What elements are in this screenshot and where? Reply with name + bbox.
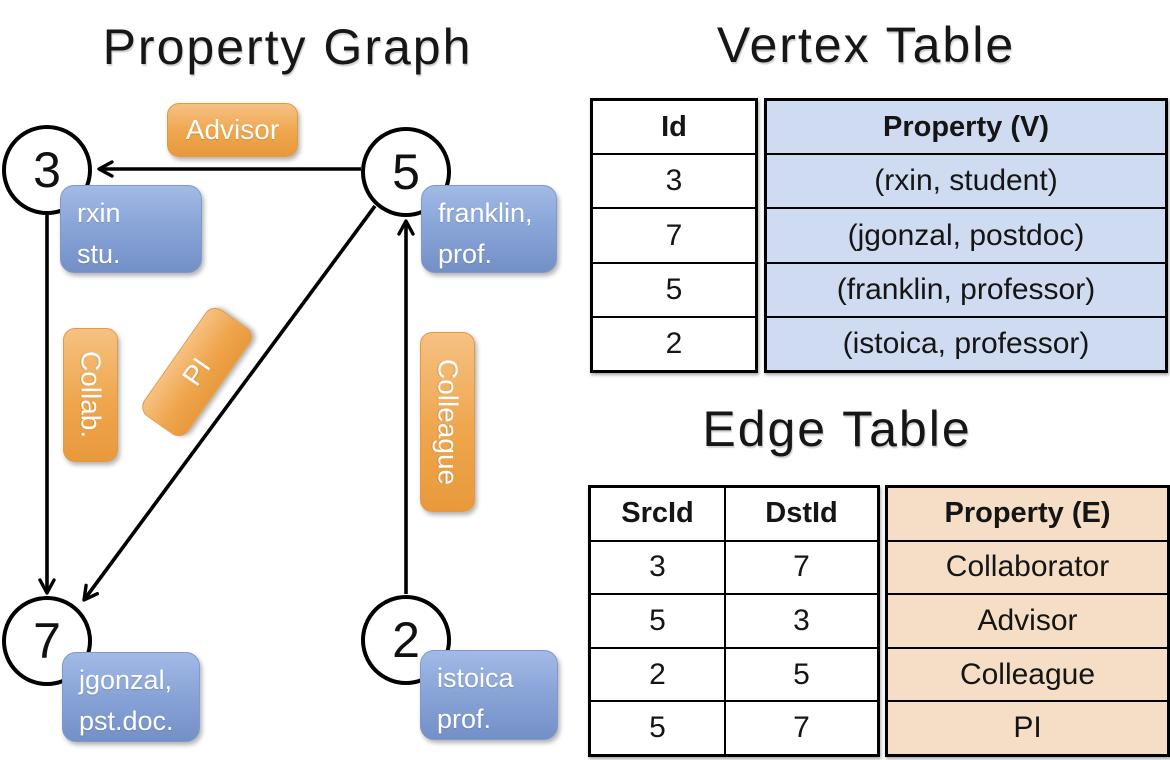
node-id-label: 7 [33,613,61,669]
vertex-table: Id 3 7 5 2 Property (V) (rxin, student) … [590,98,1168,373]
edge-property-cell: PI [1013,711,1042,745]
graph-node-2: 2 [361,595,451,685]
edge-table-header-srcid: SrcId [621,497,694,530]
edge-table-property-column: Property (E) Collaborator Advisor Collea… [885,485,1170,757]
edge-src-cell: 5 [649,603,666,637]
edge-table-header-property: Property (E) [944,497,1111,530]
edge-label-text: Advisor [185,114,280,145]
graph-edges-canvas [38,160,415,602]
vertex-table-header-property: Property (V) [883,110,1049,143]
edge-property-cell: Advisor [977,603,1078,637]
edge-src-cell: 5 [649,711,666,745]
vertex-property-line: istoica [437,663,514,693]
vertex-id-cell: 2 [665,326,683,360]
vertex-table-header-id: Id [661,110,687,143]
vertex-table-title: Vertex Table [716,17,1016,73]
edge-table: SrcId DstId 3 7 5 3 2 5 5 7 Property (E)… [588,485,1170,757]
edge-line-pi-5-to-7 [82,204,377,602]
vertex-property-box-2: istoica prof. [420,650,558,740]
edge-label-text: Colleague [432,358,464,486]
vertex-id-cell: 5 [665,272,683,306]
edge-label-text: Collab. [75,351,107,439]
vertex-property-line: stu. [77,238,121,269]
vertex-property-box-5: franklin, prof. [421,185,557,273]
vertex-id-cell: 7 [665,218,683,252]
vertex-property-cell: (jgonzal, postdoc) [847,218,1085,252]
edge-property-cell: Colleague [959,657,1096,691]
vertex-property-line: prof. [437,703,492,734]
edge-label-advisor: Advisor [167,103,298,157]
vertex-property-line: jgonzal, [79,665,173,695]
vertex-property-line: franklin, [438,198,533,228]
edge-table-title: Edge Table [702,401,972,457]
vertex-id-cell: 3 [665,164,683,198]
vertex-property-box-7: jgonzal, pst.doc. [62,652,200,742]
edge-src-cell: 2 [649,657,666,691]
vertex-property-cell: (franklin, professor) [836,272,1096,306]
edge-property-cell: Collaborator [945,550,1110,584]
edge-dst-cell: 3 [724,595,877,647]
edge-label-collab: Collab. [63,328,118,462]
edge-dst-cell: 5 [724,648,877,701]
vertex-property-box-3: rxin stu. [60,185,202,273]
node-id-label: 3 [33,142,61,198]
edge-table-header-dstid: DstId [724,488,877,540]
edge-table-src-dst-columns: SrcId DstId 3 7 5 3 2 5 5 7 [588,485,880,757]
edge-dst-cell: 7 [724,541,877,594]
vertex-table-id-column: Id 3 7 5 2 [590,98,758,373]
edge-dst-cell: 7 [724,702,877,754]
vertex-property-cell: (istoica, professor) [842,326,1090,360]
vertex-property-line: pst.doc. [79,705,174,736]
node-id-label: 2 [392,612,420,668]
edge-src-cell: 3 [649,550,666,584]
graph-node-5: 5 [361,127,451,217]
vertex-property-cell: (rxin, student) [874,164,1058,198]
node-id-label: 5 [392,144,420,200]
vertex-table-property-column: Property (V) (rxin, student) (jgonzal, p… [764,98,1168,373]
edge-label-text: PI [176,351,217,392]
vertex-property-line: prof. [438,238,493,269]
property-graph-title: Property Graph [102,19,473,75]
edge-label-colleague: Colleague [420,332,475,512]
vertex-property-line: rxin [77,198,121,228]
